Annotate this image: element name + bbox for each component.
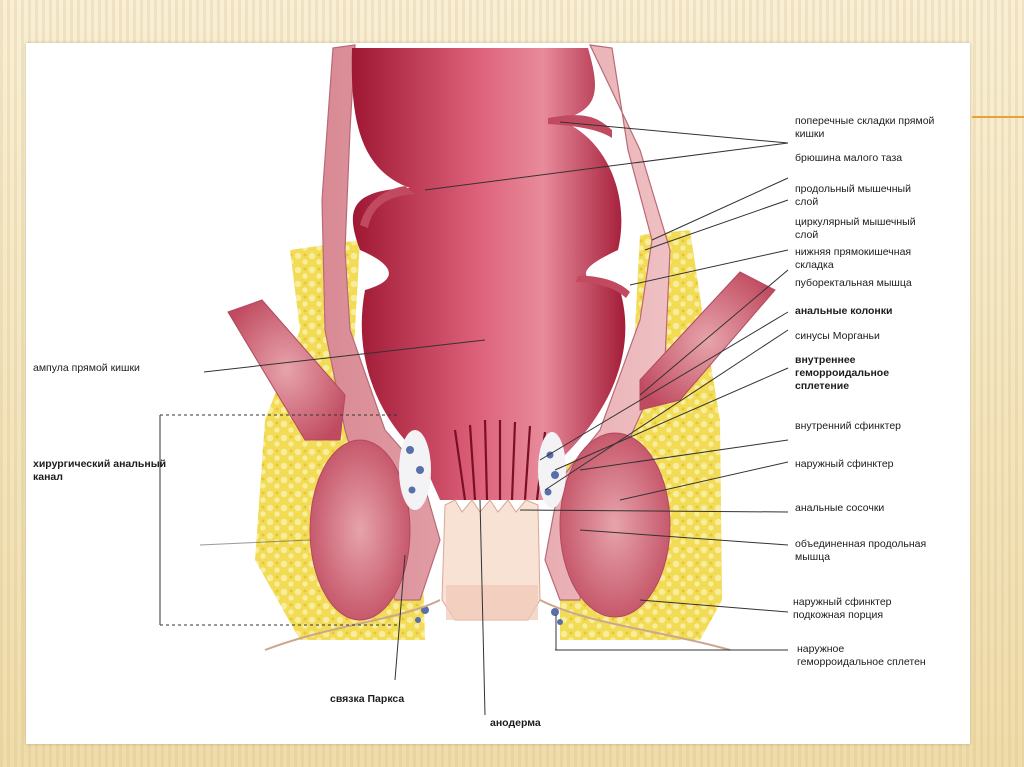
label-external-sphincter: наружный сфинктер	[795, 458, 894, 470]
label-rectal-ampulla: ампула прямой кишки	[33, 362, 140, 374]
label-longitudinal-layer: продольный мышечный слой	[795, 183, 911, 208]
label-external-hemorrhoidal: наружное геморроидальное сплетен	[797, 643, 926, 668]
label-internal-sphincter: внутренний сфинктер	[795, 420, 901, 432]
rectal-lumen	[351, 48, 626, 500]
puborectalis-right	[639, 271, 776, 411]
label-lower-rectal-fold: нижняя прямокишечная складка	[795, 246, 912, 271]
label-anal-papillae: анальные сосочки	[795, 502, 885, 514]
transverse-fold-middle	[360, 186, 415, 228]
transverse-fold-upper	[548, 115, 612, 138]
leader-lines	[199, 121, 789, 716]
anal-canal-shadow	[446, 585, 538, 620]
internal-hemorrhoidal-plexus	[399, 430, 566, 510]
external-sphincter-right	[559, 432, 671, 618]
puborectalis-left	[227, 299, 346, 441]
anal-columns	[453, 419, 547, 501]
label-external-sphincter-subcutaneous: наружный сфинктер подкожная порция	[793, 596, 892, 621]
label-morgagni-sinuses: синусы Морганьи	[795, 330, 880, 342]
external-hemorrhoidal-plexus	[415, 606, 563, 625]
external-sphincter-left	[309, 439, 411, 621]
label-conjoined-longitudinal: объединенная продольная мышца	[795, 538, 927, 563]
label-circular-layer: циркулярный мышечный слой	[795, 216, 916, 241]
accent-line	[972, 116, 1024, 118]
surgical-canal-bracket	[159, 414, 400, 626]
label-puborectalis: пуборектальная мышца	[795, 277, 912, 289]
label-surgical-anal-canal: хирургический анальный канал	[33, 458, 167, 483]
label-internal-hemorrhoidal: внутреннее геморроидальное сплетение	[795, 354, 890, 392]
label-anal-columns: анальные колонки	[795, 305, 893, 317]
label-parks-ligament: связка Паркса	[330, 693, 405, 705]
label-transverse-folds: поперечные складки прямой кишки	[795, 115, 935, 140]
label-pelvic-peritoneum: брюшина малого таза	[795, 152, 903, 164]
perianal-skin	[264, 599, 731, 651]
label-anoderm: анодерма	[490, 717, 541, 729]
transverse-fold-lower	[576, 275, 630, 298]
